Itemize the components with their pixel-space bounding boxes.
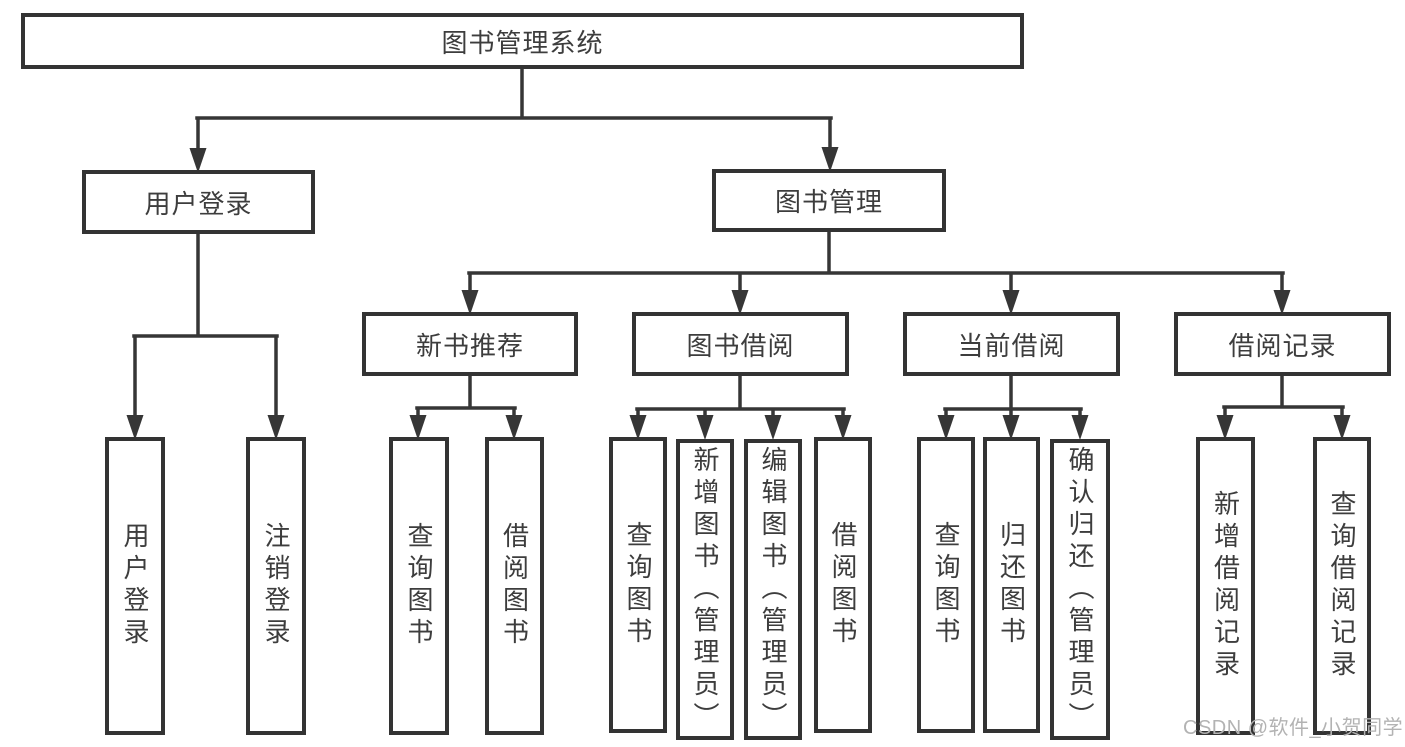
leaf-current-confirm-return: 确认归还（管理员） (1050, 439, 1110, 740)
leaf-user-login-label: 用户登录 (120, 522, 150, 650)
arrowhead-icon (764, 415, 782, 440)
node-root-system-label: 图书管理系统 (441, 27, 604, 58)
connector-book-borrow (635, 374, 846, 418)
leaf-user-login: 用户登录 (105, 437, 165, 735)
node-current-borrow-label: 当前借阅 (957, 330, 1066, 361)
connector-root (195, 67, 833, 152)
arrowhead-icon (409, 415, 427, 440)
leaf-current-return-book: 归还图书 (983, 437, 1040, 733)
node-root-system: 图书管理系统 (21, 13, 1024, 69)
leaf-record-add: 新增借阅记录 (1196, 437, 1255, 735)
connector-user-login (132, 232, 279, 418)
arrowhead-icon (821, 147, 839, 172)
node-borrow-record: 借阅记录 (1174, 312, 1391, 376)
leaf-borrow-query-book: 查询图书 (609, 437, 667, 733)
leaf-borrow-query-book-label: 查询图书 (623, 521, 653, 649)
csdn-watermark: CSDN @软件_小贺同学 (1183, 717, 1404, 739)
leaf-borrow-add-book: 新增图书（管理员） (676, 439, 734, 740)
arrowhead-icon (1071, 415, 1089, 440)
leaf-recommend-query-book-label: 查询图书 (404, 522, 434, 650)
leaf-recommend-borrow-book-label: 借阅图书 (499, 522, 530, 650)
leaf-borrow-edit-book: 编辑图书（管理员） (744, 439, 802, 740)
leaf-logout-label: 注销登录 (261, 522, 291, 650)
node-book-borrow: 图书借阅 (632, 312, 849, 376)
leaf-current-query-book: 查询图书 (917, 437, 975, 733)
node-book-management: 图书管理 (712, 169, 946, 232)
node-user-login: 用户登录 (82, 170, 315, 234)
arrowhead-icon (1273, 290, 1291, 315)
arrowhead-icon (461, 290, 479, 315)
node-book-management-label: 图书管理 (774, 187, 883, 217)
arrowhead-icon (267, 415, 285, 440)
connector-borrow-record (1222, 374, 1345, 418)
connector-current-borrow (943, 374, 1083, 418)
arrowhead-icon (696, 415, 714, 440)
leaf-current-query-book-label: 查询图书 (931, 521, 961, 649)
arrowheads (126, 147, 1351, 440)
arrowhead-icon (1216, 415, 1234, 440)
arrowhead-icon (1002, 290, 1020, 315)
arrowhead-icon (126, 415, 144, 440)
node-current-borrow: 当前借阅 (903, 312, 1120, 376)
leaf-borrow-add-book-label: 新增图书（管理员） (690, 445, 720, 734)
leaf-borrow-edit-book-label: 编辑图书（管理员） (758, 445, 788, 734)
node-book-borrow-label: 图书借阅 (686, 330, 795, 361)
leaf-record-add-label: 新增借阅记录 (1210, 490, 1241, 682)
leaf-logout: 注销登录 (246, 437, 306, 735)
leaf-current-return-book-label: 归还图书 (996, 521, 1027, 649)
arrowhead-icon (834, 415, 852, 440)
node-new-book-recommend-label: 新书推荐 (415, 330, 524, 361)
node-borrow-record-label: 借阅记录 (1228, 330, 1337, 361)
arrowhead-icon (1002, 415, 1020, 440)
leaf-recommend-borrow-book: 借阅图书 (485, 437, 544, 735)
arrowhead-icon (1333, 415, 1351, 440)
arrowhead-icon (937, 415, 955, 440)
leaf-recommend-query-book: 查询图书 (389, 437, 449, 735)
leaf-record-query: 查询借阅记录 (1313, 437, 1371, 735)
arrowhead-icon (189, 148, 207, 173)
leaf-record-query-label: 查询借阅记录 (1327, 490, 1357, 682)
node-new-book-recommend: 新书推荐 (362, 312, 578, 376)
node-user-login-label: 用户登录 (144, 188, 253, 219)
leaf-borrow-borrow-book-label: 借阅图书 (828, 521, 858, 649)
arrowhead-icon (731, 290, 749, 315)
arrowhead-icon (629, 415, 647, 440)
leaf-borrow-borrow-book: 借阅图书 (814, 437, 872, 733)
connector-new-book-recommend (415, 374, 517, 418)
arrowhead-icon (505, 415, 523, 440)
connector-book-mgmt (467, 230, 1285, 293)
leaf-current-confirm-return-label: 确认归还（管理员） (1065, 445, 1095, 734)
